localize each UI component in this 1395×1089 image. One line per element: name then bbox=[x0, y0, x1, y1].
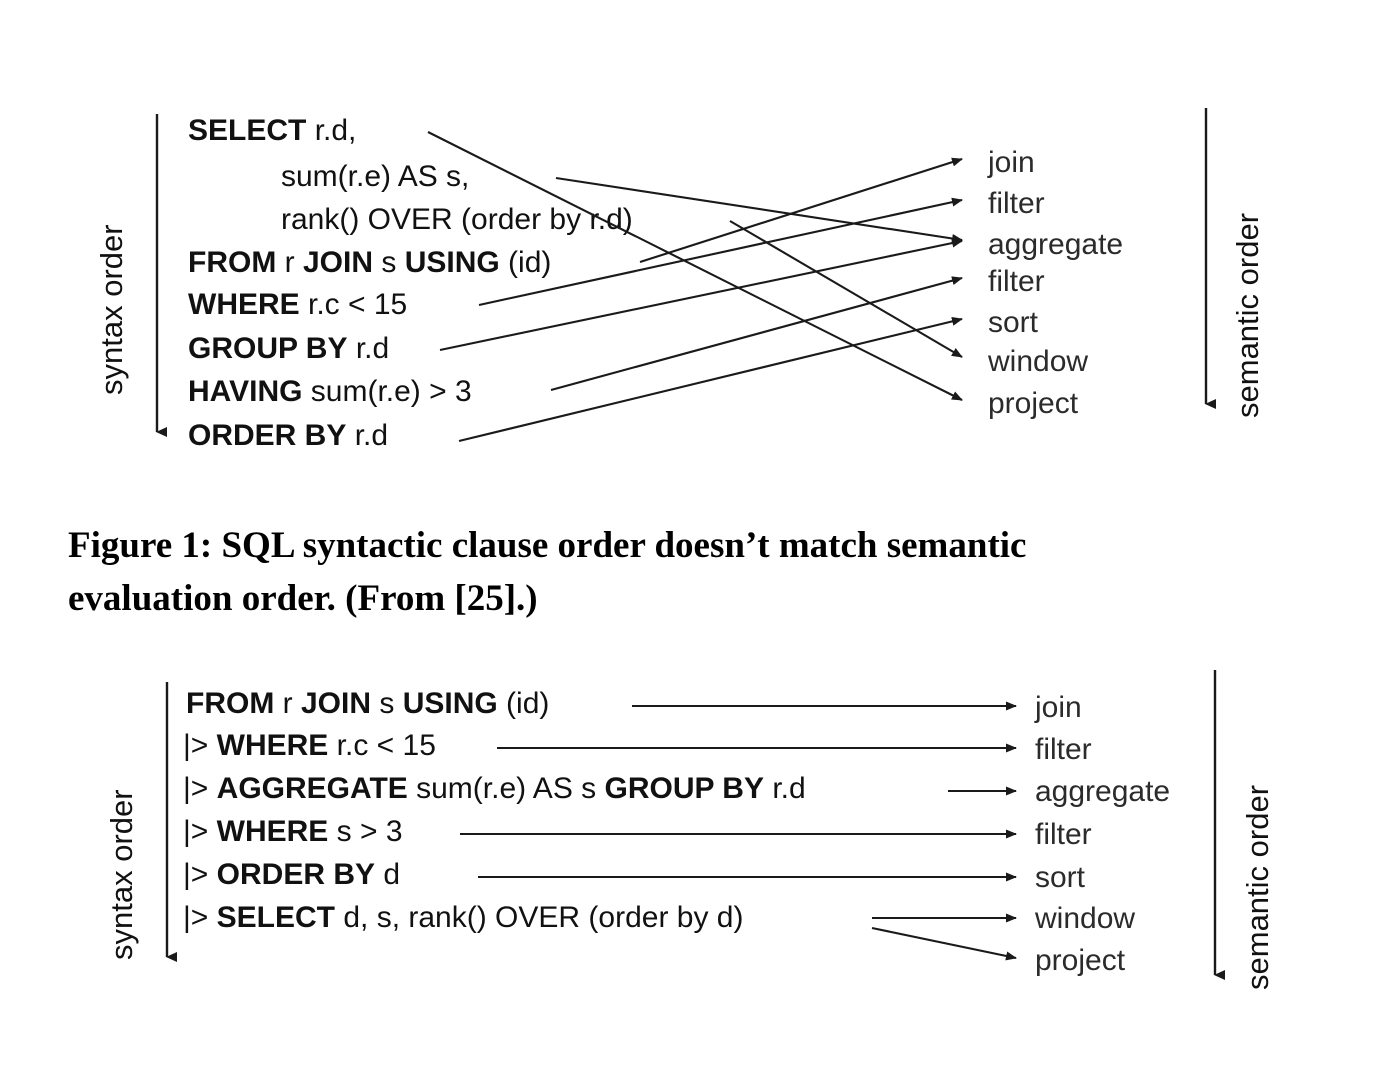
figure-1-caption: Figure 1: SQL syntactic clause order doe… bbox=[68, 520, 1308, 625]
figure1-clause-select: SELECT r.d, bbox=[188, 114, 356, 147]
figure2-op-filter1: filter bbox=[1035, 733, 1092, 766]
figure1-clause-orderby: ORDER BY r.d bbox=[188, 419, 388, 452]
figure1-edge-orderby-to-sort bbox=[458, 316, 963, 443]
figure2-op-project: project bbox=[1035, 944, 1126, 977]
figure1-edge-where-to-filter1 bbox=[478, 197, 963, 307]
figure1-clause-where: WHERE r.c < 15 bbox=[188, 288, 407, 321]
figure2-clause-from: FROM r JOIN s USING (id) bbox=[186, 687, 549, 720]
figure2-clause-where2: |> WHERE s > 3 bbox=[183, 815, 403, 848]
figure1-semantic-order-label: semantic order bbox=[1230, 213, 1265, 418]
figure1-op-project: project bbox=[988, 387, 1079, 420]
figure2-clause-orderby: |> ORDER BY d bbox=[183, 858, 400, 891]
figure2-op-aggregate: aggregate bbox=[1035, 775, 1170, 808]
figure1-edge-select-to-project bbox=[427, 131, 963, 401]
figure2-op-window: window bbox=[1034, 902, 1135, 935]
figure1-op-aggregate: aggregate bbox=[988, 228, 1123, 261]
figure2-op-filter2: filter bbox=[1035, 818, 1092, 851]
figure1-syntax-order-label: syntax order bbox=[94, 224, 129, 395]
figure-2-svg: syntax order FROM r JOIN s USING (id) |>… bbox=[104, 670, 1275, 990]
figure2-clause-select: |> SELECT d, s, rank() OVER (order by d) bbox=[183, 901, 743, 934]
figure1-edge-from-to-join bbox=[639, 157, 963, 264]
figure1-edge-rank-to-window bbox=[729, 220, 963, 358]
figure-2-diagram: syntax order FROM r JOIN s USING (id) |>… bbox=[0, 660, 1395, 1060]
figure2-clause-aggregate: |> AGGREGATE sum(r.e) AS s GROUP BY r.d bbox=[183, 772, 806, 805]
figure1-op-sort: sort bbox=[988, 306, 1039, 339]
figure1-edge-groupby-to-aggregate bbox=[439, 238, 963, 352]
figure1-clause-having: HAVING sum(r.e) > 3 bbox=[188, 375, 472, 408]
figure2-clause-where1: |> WHERE r.c < 15 bbox=[183, 729, 436, 762]
caption-line-2: evaluation order. (From [25].) bbox=[68, 577, 538, 619]
figure2-edge-select-to-project bbox=[871, 926, 1017, 961]
caption-line-1: Figure 1: SQL syntactic clause order doe… bbox=[68, 525, 1027, 566]
figure1-clause-rank: rank() OVER (order by r.d) bbox=[281, 203, 633, 236]
figure2-op-sort: sort bbox=[1035, 861, 1086, 894]
figure1-edge-having-to-filter2 bbox=[550, 276, 963, 392]
figure2-syntax-order-label: syntax order bbox=[104, 789, 139, 960]
figure1-clause-sum: sum(r.e) AS s, bbox=[281, 160, 469, 193]
figure1-op-filter1: filter bbox=[988, 187, 1045, 220]
figure1-op-join: join bbox=[987, 146, 1035, 179]
figure1-op-window: window bbox=[987, 345, 1088, 378]
figure1-edge-sum-to-aggregate bbox=[555, 176, 963, 243]
figure2-semantic-order-label: semantic order bbox=[1240, 785, 1275, 990]
figure-1-diagram: syntax order SELECT r.d, sum(r.e) AS s, … bbox=[0, 0, 1395, 500]
figure-1-svg: syntax order SELECT r.d, sum(r.e) AS s, … bbox=[94, 108, 1265, 452]
figure2-op-join: join bbox=[1034, 691, 1082, 724]
figure1-clause-groupby: GROUP BY r.d bbox=[188, 332, 389, 365]
figure1-op-filter2: filter bbox=[988, 265, 1045, 298]
figure1-clause-from: FROM r JOIN s USING (id) bbox=[188, 246, 551, 279]
